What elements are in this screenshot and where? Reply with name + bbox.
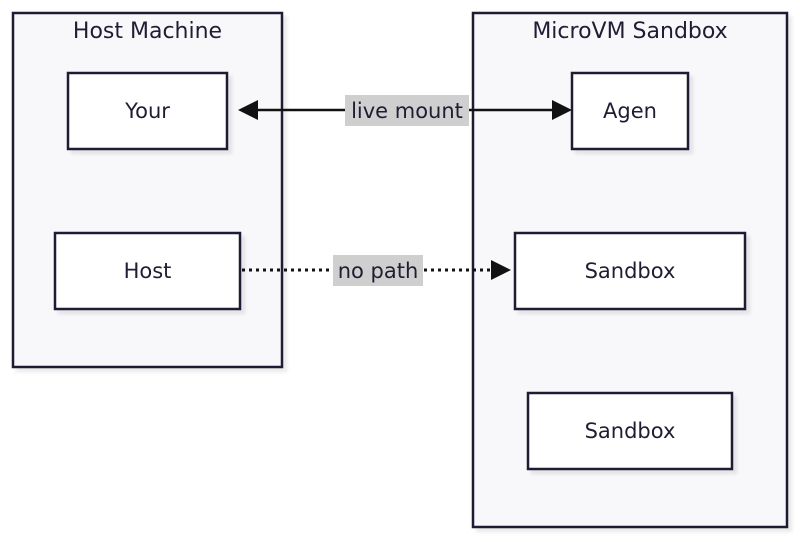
host-machine-cluster-box (11, 11, 284, 369)
node-your-label: Your (124, 99, 170, 123)
node-agen: Agen (570, 71, 690, 151)
edge-live-mount-label-bg (345, 95, 469, 126)
node-host: Host (53, 231, 242, 311)
node-sandbox-b: Sandbox (526, 391, 734, 471)
edge-live-mount: live mount (238, 95, 572, 126)
microvm-sandbox-title: MicroVM Sandbox (532, 19, 727, 44)
node-sandbox-a: Sandbox (513, 231, 747, 311)
edge-no-path-label-bg (333, 255, 423, 286)
arrowhead-right-dotted-icon (491, 260, 511, 280)
edge-no-path: no path (242, 255, 511, 286)
arrowhead-left-icon (238, 100, 258, 120)
node-sandbox-b-label: Sandbox (585, 419, 676, 443)
node-your-box (66, 71, 229, 151)
edge-no-path-label: no path (338, 259, 419, 283)
node-agen-box (570, 71, 690, 151)
node-host-label: Host (124, 259, 172, 283)
arrowhead-right-icon (552, 100, 572, 120)
node-host-box (53, 231, 242, 311)
node-sandbox-a-box (513, 231, 747, 311)
host-machine-cluster: Host Machine (11, 11, 284, 369)
node-agen-label: Agen (603, 99, 657, 123)
edge-live-mount-label: live mount (351, 99, 463, 123)
host-machine-title: Host Machine (73, 19, 222, 44)
node-sandbox-b-box (526, 391, 734, 471)
node-sandbox-a-label: Sandbox (585, 259, 676, 283)
node-your: Your (66, 71, 229, 151)
